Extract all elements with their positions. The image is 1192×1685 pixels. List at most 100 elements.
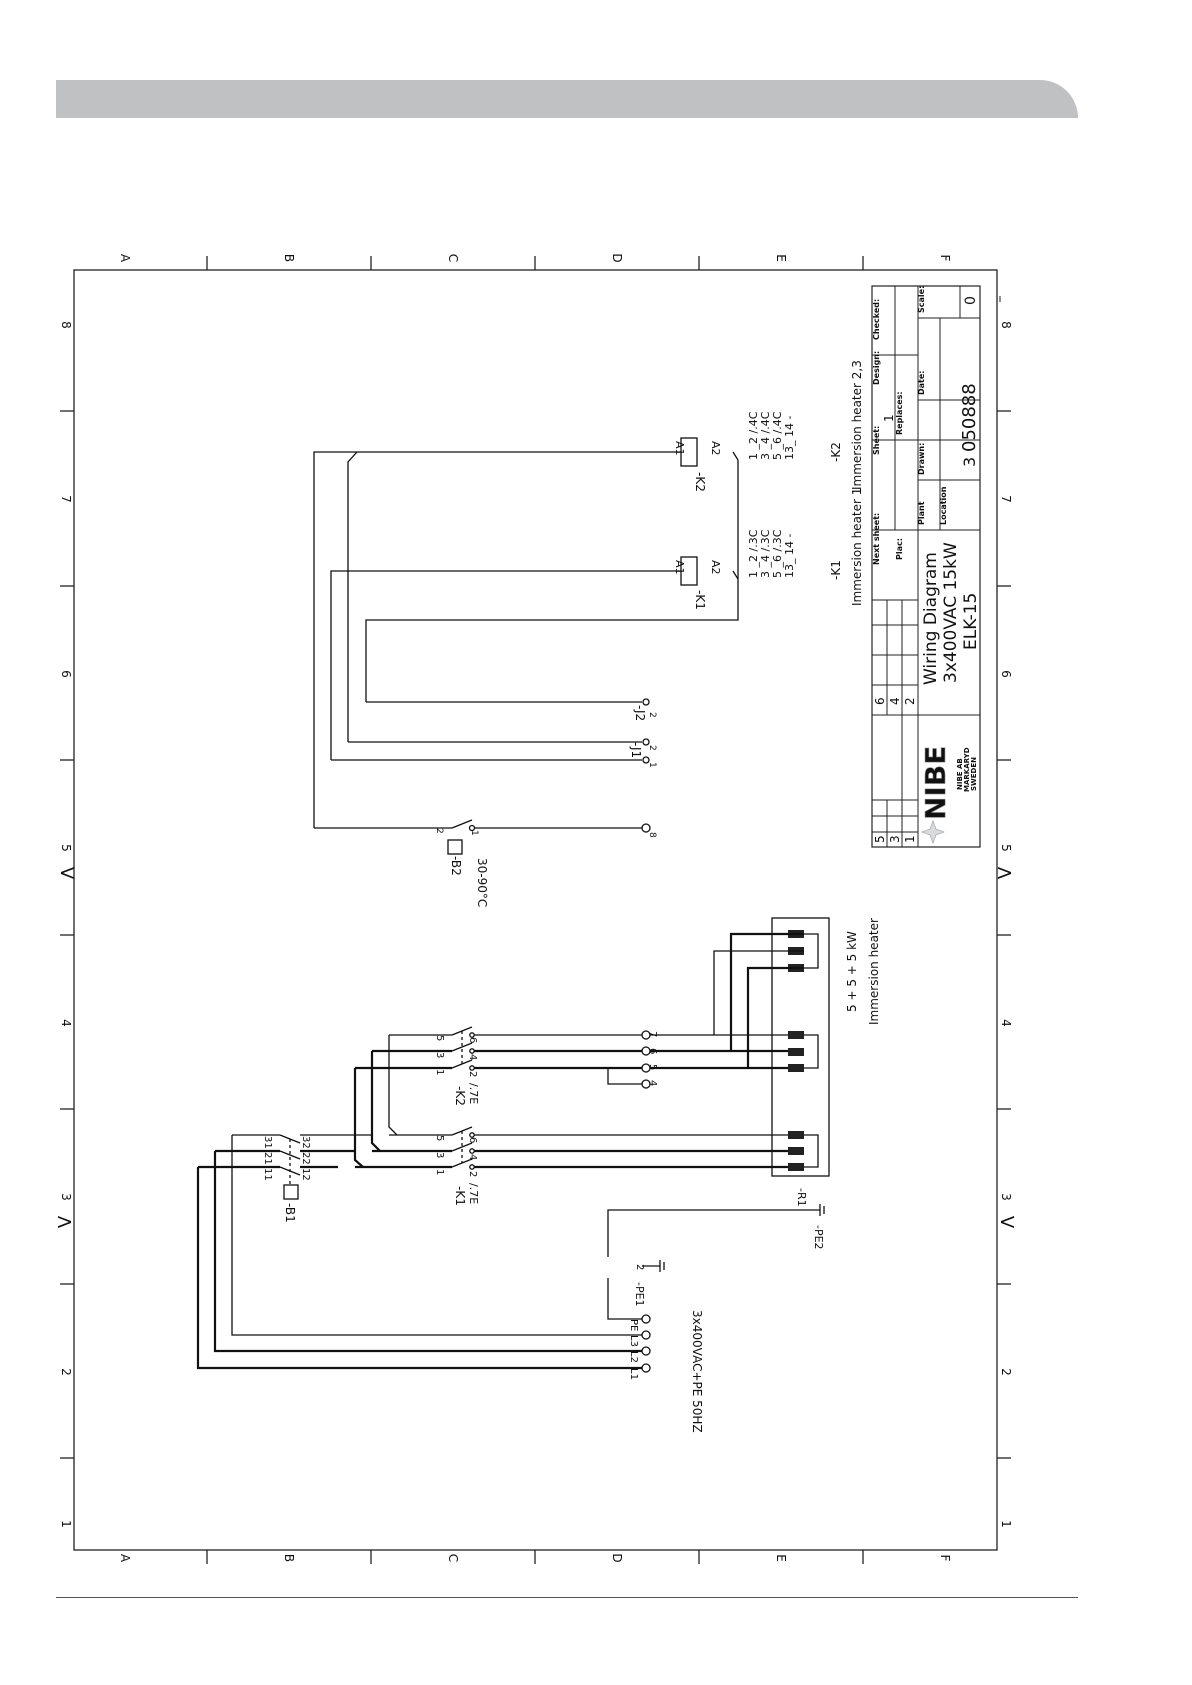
k2-coil [680, 437, 698, 467]
b1-pin-21: 21 [262, 1152, 273, 1165]
tb-company-line2: MARKARYD [963, 747, 971, 792]
terminal-8-label: 8 [647, 832, 657, 838]
b2-range-label: 30-90°C [475, 858, 489, 907]
tb-rev-5: 5 [873, 835, 887, 843]
k2-pin-6: 6 [467, 1037, 478, 1043]
tb-location-label: Location [939, 486, 948, 525]
terminal-7-label: 7 [647, 1031, 658, 1037]
row-label-c-top: C [446, 254, 460, 262]
b1-label: -B1 [283, 1203, 297, 1223]
tb-rev-1: 1 [903, 835, 917, 843]
k1-ref-2: 3 _4 /.3C [759, 529, 772, 578]
title-block: Checked: Design: Scale: Sheet: Replaces:… [871, 285, 1001, 848]
row-label-a-bottom: A [118, 1554, 132, 1563]
col-label-7-right: 7 [999, 495, 1013, 503]
k2-a2-label: A2 [709, 441, 722, 456]
contactor-contacts [279, 1026, 473, 1200]
tb-company-line1: NIBE AB [956, 758, 964, 790]
row-label-b-top: B [282, 254, 296, 262]
tb-drawn-label: Drawn: [917, 443, 926, 475]
pe-pin-2: 2 [634, 1264, 645, 1270]
heater-name-label: Immersion heater [867, 918, 881, 1025]
k1-ref-label-lower: /.7E [467, 1183, 480, 1204]
k2-label: -K2 [453, 1086, 467, 1106]
col-label-5-left: 5 [59, 844, 73, 852]
tb-rev-2: 2 [903, 697, 917, 705]
r1-label: -R1 [795, 1188, 808, 1207]
tb-sheet-label: Sheet: [872, 426, 881, 455]
row-label-d-top: D [610, 253, 624, 262]
row-label-e-bottom: E [774, 1554, 788, 1562]
col-label-2-left: 2 [59, 1368, 73, 1376]
k1-pin-1: 1 [434, 1169, 445, 1175]
j1-pin-1: 1 [647, 762, 657, 768]
b1-pin-31: 31 [262, 1136, 273, 1149]
k2-coil-label: -K2 [693, 472, 707, 492]
terminal-6-label: 6 [647, 1048, 658, 1054]
k1-pin-5: 5 [434, 1135, 445, 1141]
tb-date-label: Date: [917, 371, 926, 396]
tb-replaces-label: Replaces: [895, 391, 904, 435]
terminal-l3-label: L3 [628, 1335, 639, 1347]
zone-arrow-left-1: V [56, 867, 77, 880]
contact-nodes [469, 1030, 651, 1373]
tb-sheets-total: 3 [960, 457, 979, 467]
b2-thermostat-switch [447, 819, 476, 855]
k1-coil [680, 556, 698, 586]
k2-ref-2: 3 _4 /.4C [759, 411, 772, 460]
b1-pin-12: 12 [300, 1168, 311, 1181]
k1-pin-6: 6 [467, 1137, 478, 1143]
tb-sheet-value: 1 [882, 414, 896, 422]
col-label-4-left: 4 [59, 1019, 73, 1027]
supply-label: 3x400VAC+PE 50HZ [690, 1310, 704, 1433]
col-label-8-right: 8 [999, 321, 1013, 329]
col-label-2-right: 2 [999, 1368, 1013, 1376]
row-label-d-bottom: D [610, 1553, 624, 1562]
header-bar [56, 80, 1078, 118]
tb-plac-label: Plac: [895, 538, 904, 560]
terminal-l1-label: L1 [628, 1368, 639, 1380]
footer-rule [56, 1597, 1078, 1598]
b2-label: -B2 [449, 856, 463, 876]
heater-elements [788, 930, 804, 1171]
tb-next-sheet-label: Next sheet: [872, 513, 881, 565]
k2-pin-3: 3 [434, 1052, 445, 1058]
col-label-7-left: 7 [59, 495, 73, 503]
row-label-c-bottom: C [446, 1554, 460, 1562]
tb-scale-value: 0 [963, 296, 979, 305]
k2-pin-1: 1 [434, 1069, 445, 1075]
col-label-4-right: 4 [999, 1019, 1013, 1027]
k2-ref-label: -K2 [829, 442, 843, 462]
b1-pin-32: 32 [300, 1136, 311, 1149]
control-terminals [641, 698, 651, 833]
k2-pin-2: 2 [467, 1071, 478, 1077]
j1-label: -J1 [629, 742, 643, 758]
tb-title-line2: 3x400VAC 15kW [941, 542, 961, 683]
k2-pin-4: 4 [467, 1054, 478, 1060]
b1-pin-11: 11 [262, 1168, 273, 1181]
col-label-6-left: 6 [59, 670, 73, 678]
k1-ref-3: 5 _6 /.3C [771, 529, 784, 578]
tb-title-line3: ELK-15 [961, 593, 981, 650]
k1-a1-label: A1 [673, 560, 686, 575]
k2-ref-1: 1 _2 /.4C [747, 411, 760, 460]
tb-title-line1: Wiring Diagram [921, 552, 941, 685]
j1-pin-2: 2 [647, 745, 657, 751]
col-label-1-left: 1 [59, 1520, 73, 1528]
pe2-label: -PE2 [812, 1225, 825, 1250]
nibe-logo: NIBE [919, 746, 952, 820]
tb-rev-6: 6 [873, 697, 887, 705]
col-label-6-right: 6 [999, 670, 1013, 678]
row-label-f-top: F [938, 255, 952, 262]
row-label-a-top: A [118, 254, 132, 263]
col-label-3-right: 3 [999, 1193, 1013, 1201]
col-label-8-left: 8 [59, 321, 73, 329]
k1-ref-label: -K1 [829, 560, 843, 580]
tb-scale-label: Scale: [917, 286, 926, 313]
zone-arrow-right-2: V [996, 1216, 1017, 1229]
imm-heater-1-label: Immersion heater 1 [850, 488, 864, 606]
power-wiring [196, 932, 825, 1370]
row-label-b-bottom: B [282, 1554, 296, 1562]
row-label-f-bottom: F [938, 1555, 952, 1562]
